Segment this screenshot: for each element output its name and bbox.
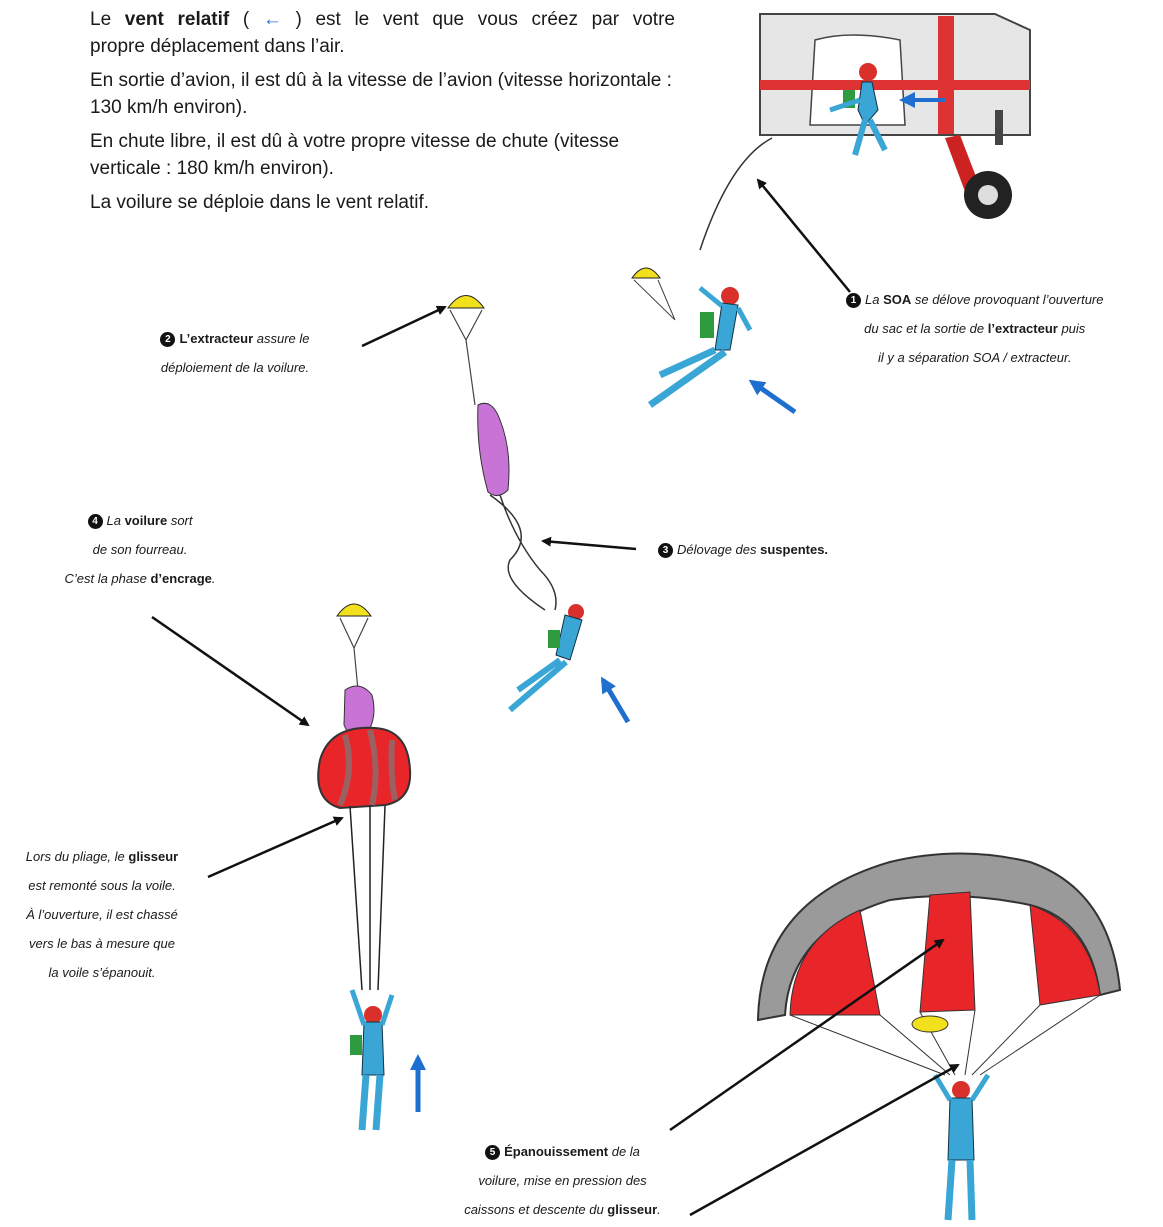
pilot-chute-icon	[336, 603, 372, 691]
wind-arrow-icon: ←	[262, 9, 282, 30]
intro-p4: La voilure se déploie dans le vent relat…	[90, 192, 430, 213]
step-number-2: 2	[160, 332, 176, 347]
slider-icon	[911, 1015, 949, 1033]
suspension-lines	[789, 994, 1101, 1076]
airplane-door-icon	[699, 13, 1031, 251]
intro-vent-relatif: vent relatif	[124, 9, 230, 30]
pointer-arrow-2	[361, 305, 447, 348]
intro-p1-line2: propre déplacement dans l’air.	[90, 36, 345, 57]
skydiver-icon	[349, 989, 395, 1131]
canopy-icon	[756, 852, 1122, 1022]
pilot-chute-icon	[447, 295, 485, 406]
skydiver-icon	[932, 1073, 991, 1221]
wind-arrow-3	[600, 676, 631, 724]
step-number-5: 5	[485, 1145, 501, 1160]
skydiver-icon	[647, 286, 753, 408]
step-number-1: 1	[846, 293, 861, 308]
skydiver-icon	[829, 63, 888, 156]
intro-p2: En sortie d’avion, il est dû à la vitess…	[90, 70, 672, 118]
intro-p1: Le vent relatif ( ← ) est le vent que vo…	[90, 6, 675, 33]
pointer-arrow-3	[541, 536, 637, 551]
intro-text: Le vent relatif ( ← ) est le vent que vo…	[90, 6, 675, 223]
pointer-arrow-1	[756, 178, 851, 293]
caption-glisseur: Lors du pliage, le glisseur est remonté …	[25, 849, 179, 980]
pointer-arrow-4	[151, 615, 310, 727]
canopy-icon	[317, 726, 412, 810]
step-number-4: 4	[87, 514, 103, 529]
pointer-arrow-5a	[669, 938, 945, 1132]
intro-p3: En chute libre, il est dû à votre propre…	[90, 131, 620, 179]
pointer-arrow-5b	[689, 1063, 960, 1217]
pointer-arrow-glisseur	[207, 816, 344, 879]
suspension-lines	[349, 805, 386, 991]
skydiver-icon	[508, 604, 584, 713]
deployment-bag-icon	[477, 402, 557, 611]
step-number-3: 3	[658, 543, 673, 558]
pilot-chute-icon	[631, 267, 676, 321]
wind-arrow-2	[748, 379, 797, 415]
